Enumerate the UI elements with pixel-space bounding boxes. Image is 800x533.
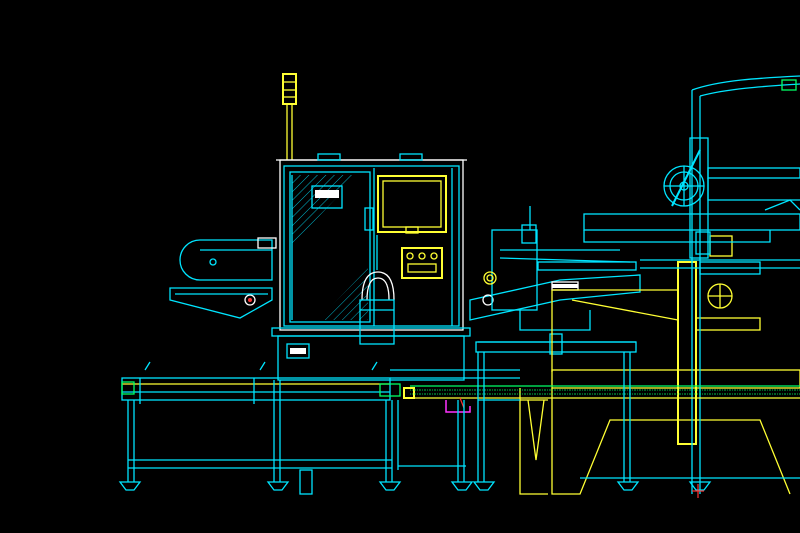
control-buttons-icon bbox=[401, 247, 443, 279]
right-frame-structure bbox=[583, 75, 800, 494]
axis-marker bbox=[692, 484, 704, 498]
main-cabinet bbox=[271, 153, 471, 381]
left-infeed-conveyor bbox=[169, 237, 277, 319]
leveling-foot-icon bbox=[118, 481, 712, 491]
right-yellow-frame bbox=[519, 235, 800, 495]
crosshair-icon bbox=[707, 283, 733, 309]
right-outfeed-section bbox=[469, 206, 641, 355]
center-gripper bbox=[359, 207, 395, 345]
hmi-screen-icon bbox=[377, 175, 447, 234]
signal-tower-icon bbox=[282, 73, 297, 160]
machine-base-frame bbox=[127, 352, 800, 495]
handwheel-icon bbox=[663, 149, 705, 207]
main-conveyor bbox=[121, 361, 800, 404]
